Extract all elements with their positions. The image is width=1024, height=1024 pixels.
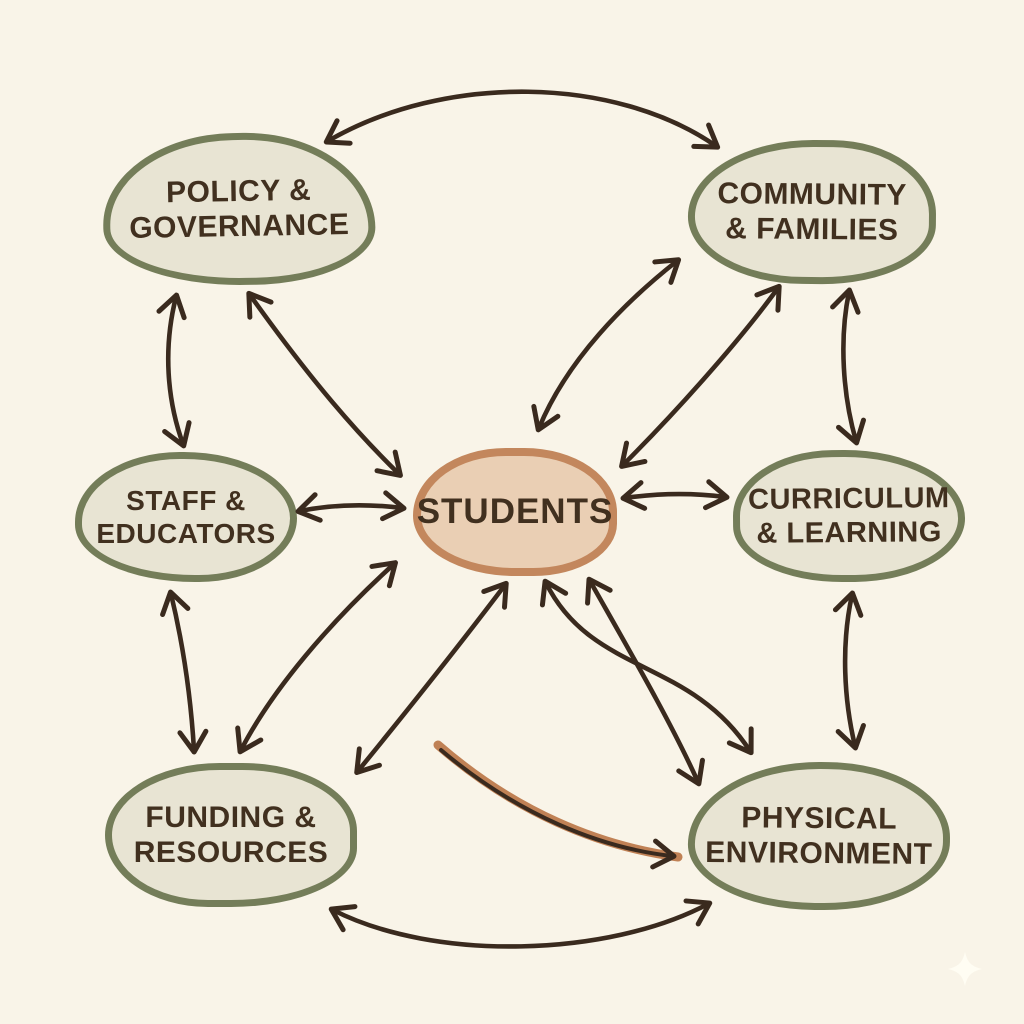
edge-students-funding-2 [354, 580, 509, 776]
node-students: STUDENTS [413, 448, 617, 576]
node-funding-resources: FUNDING & RESOURCES [105, 763, 357, 907]
edge-students-funding-1 [235, 560, 398, 755]
edge-students-physical-2 [539, 578, 754, 756]
node-community-families-label: COMMUNITY & FAMILIES [717, 176, 908, 247]
edge-policy-students [246, 290, 403, 478]
node-curriculum-learning: CURRICULUM & LEARNING [732, 448, 966, 584]
node-staff-educators: STAFF & EDUCATORS [75, 452, 297, 582]
edge-students-physical-1 [585, 576, 705, 787]
edge-students-physical-accent [433, 740, 683, 870]
node-policy-governance-label: POLICY & GOVERNANCE [129, 173, 350, 245]
edge-staff-funding [160, 589, 209, 755]
node-students-label: STUDENTS [416, 492, 614, 532]
sparkle-icon [948, 952, 982, 986]
edge-funding-physical [328, 898, 713, 949]
edge-policy-staff [156, 292, 192, 449]
edge-staff-students [295, 490, 407, 523]
node-funding-resources-label: FUNDING & RESOURCES [133, 800, 329, 869]
edge-curriculum-physical [832, 590, 866, 751]
edge-students-curriculum [620, 479, 730, 511]
node-policy-governance: POLICY & GOVERNANCE [101, 130, 377, 288]
edge-community-students-1 [531, 257, 682, 433]
node-curriculum-learning-label: CURRICULUM & LEARNING [747, 481, 950, 550]
edge-community-students-2 [619, 283, 782, 469]
node-community-families: COMMUNITY & FAMILIES [687, 138, 937, 286]
edge-policy-community [323, 89, 721, 150]
node-physical-environment: PHYSICAL ENVIRONMENT [687, 760, 951, 912]
node-staff-educators-label: STAFF & EDUCATORS [96, 484, 276, 549]
edge-community-curriculum [830, 287, 866, 446]
node-physical-environment-label: PHYSICAL ENVIRONMENT [705, 800, 933, 871]
